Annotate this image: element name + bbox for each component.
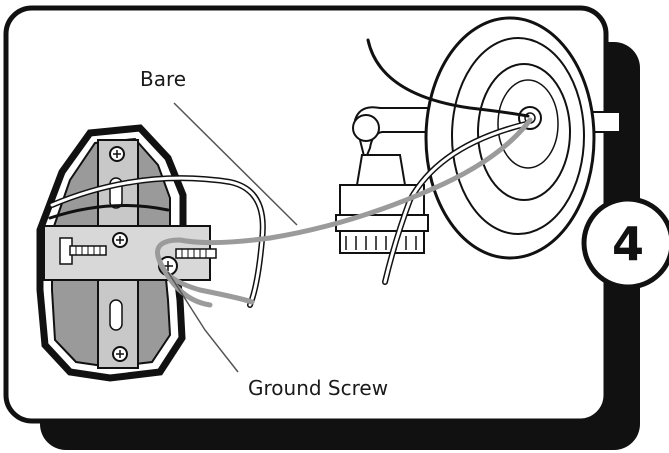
black-wire <box>366 38 530 118</box>
step-number: 4 <box>612 217 644 271</box>
threaded-bolt-right <box>175 248 217 259</box>
phillips-screw-icon <box>112 346 128 362</box>
phillips-screw-icon <box>109 146 125 162</box>
phillips-screw-icon <box>112 232 128 248</box>
threaded-bolt-left <box>69 245 107 256</box>
step-badge: 4 <box>581 196 669 290</box>
circle-number-icon <box>581 196 669 290</box>
wires <box>48 38 533 308</box>
lamp-fixture <box>335 16 621 260</box>
label-bare: Bare <box>140 67 186 91</box>
label-ground-screw: Ground Screw <box>248 376 388 400</box>
black-wire-box <box>48 204 170 220</box>
junction-box <box>36 124 217 382</box>
ground-screw-leader-line <box>167 271 239 373</box>
bare-wire <box>155 117 533 305</box>
bare-leader-line <box>173 102 298 226</box>
